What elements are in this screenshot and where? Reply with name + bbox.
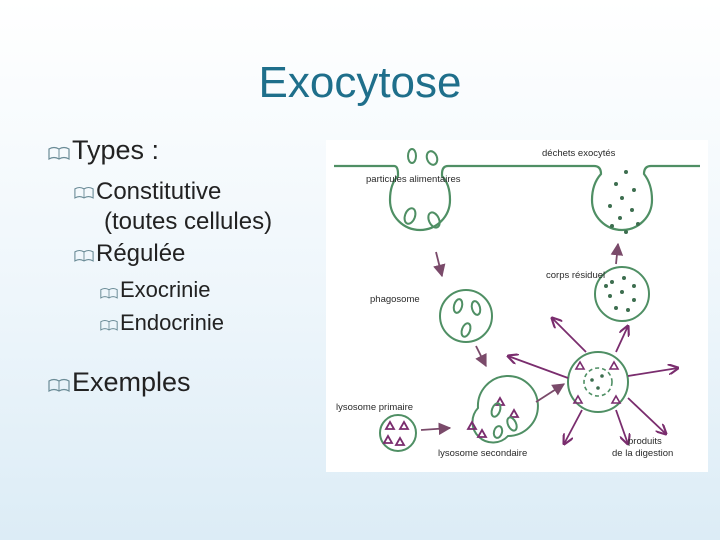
arrow-to-phagosome xyxy=(433,251,446,278)
phagosome xyxy=(439,289,493,343)
open-book-icon xyxy=(100,310,118,338)
open-book-icon xyxy=(48,135,70,169)
bullet-text: Constitutive xyxy=(96,177,222,205)
bullet-regulee: Régulée xyxy=(74,239,338,270)
bullet-text: Types : xyxy=(72,135,160,165)
residual-body xyxy=(594,266,650,322)
open-book-icon xyxy=(48,367,70,401)
bullet-list: Types : Constitutive (toutes cellules) R… xyxy=(48,134,338,401)
waste-dots xyxy=(608,170,640,234)
open-book-icon xyxy=(74,240,94,270)
bullet-continuation: (toutes cellules) xyxy=(104,208,273,236)
bullet-text: Endocrinie xyxy=(120,310,224,335)
label-digestion: de la digestion xyxy=(612,448,673,459)
label-particules: particules alimentaires xyxy=(366,174,461,185)
digestion-vesicle xyxy=(567,351,629,413)
bullet-text: Régulée xyxy=(96,240,186,268)
label-lysosome-secondaire: lysosome secondaire xyxy=(438,448,527,459)
secondary-lysosome xyxy=(471,375,539,444)
bullet-constitutive: Constitutive (toutes cellules) xyxy=(74,177,338,238)
food-particles xyxy=(407,148,439,166)
exocytosis-diagram: particules alimentaires déchets exocytés… xyxy=(334,148,700,459)
bullet-text: Exocrinie xyxy=(120,277,211,303)
bullet-exemples: Exemples xyxy=(48,366,338,401)
label-lysosome-primaire: lysosome primaire xyxy=(336,402,413,413)
bullet-endocrinie: Endocrinie xyxy=(100,309,338,338)
label-dechets: déchets exocytés xyxy=(542,148,616,159)
open-book-icon xyxy=(74,177,94,207)
bullet-exocrinie: Exocrinie xyxy=(100,276,338,305)
bullet-text: Exemples xyxy=(72,366,191,397)
primary-lysosome xyxy=(379,414,417,452)
slide-title: Exocytose xyxy=(258,58,462,107)
label-phagosome: phagosome xyxy=(370,294,420,305)
plasma-membrane xyxy=(334,164,700,232)
bullet-types: Types : xyxy=(48,134,338,169)
open-book-icon xyxy=(100,278,118,306)
label-corps-residuel: corps résiduel xyxy=(546,270,605,281)
exocytosis-figure: particules alimentaires déchets exocytés… xyxy=(326,140,708,472)
label-produits: produits xyxy=(628,436,662,447)
